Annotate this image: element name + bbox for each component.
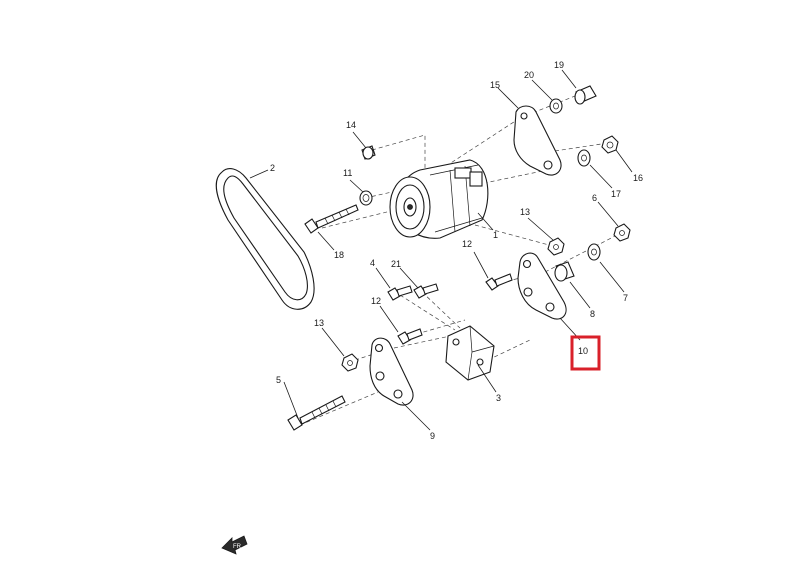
callout-1: 1	[493, 230, 498, 240]
callout-8: 8	[590, 309, 595, 319]
dowel-pin	[361, 145, 376, 160]
ac-compressor	[389, 159, 489, 239]
callout-19: 19	[554, 60, 564, 70]
callout-4: 4	[370, 258, 375, 268]
bolt-4	[387, 285, 413, 301]
short-bolt-upper	[485, 273, 513, 291]
callout-9: 9	[430, 431, 435, 441]
front-marker-text: FR	[233, 544, 242, 550]
front-arrow-icon	[221, 535, 248, 555]
nut-6	[613, 223, 631, 242]
callout-18: 18	[334, 250, 344, 260]
highlight-box-callout-10	[570, 335, 601, 371]
long-bolt	[304, 204, 359, 234]
drive-belt	[215, 168, 315, 310]
callout-5: 5	[276, 375, 281, 385]
callout-10: 10	[578, 346, 588, 356]
callout-2: 2	[270, 163, 275, 173]
callout-labels: 1 2 3 4 5 6 7 8 9 10 11 12 12 13 13 14 1…	[270, 60, 643, 441]
bolt-21	[413, 283, 439, 299]
spacer-collar-upper	[574, 85, 597, 105]
long-bolt-5	[287, 395, 346, 431]
leader-lines	[249, 69, 633, 431]
spacer-collar-8	[554, 261, 575, 282]
adjuster-bracket	[369, 337, 414, 406]
collar	[359, 190, 373, 206]
callout-13-lower: 13	[314, 318, 324, 328]
washer-7	[587, 243, 601, 261]
callout-17: 17	[611, 189, 621, 199]
callout-6: 6	[592, 193, 597, 203]
nut-upper	[547, 237, 565, 256]
tensioner-block	[445, 325, 495, 381]
nut-16	[601, 135, 619, 154]
washer-upper	[549, 98, 563, 114]
nut-lower	[341, 353, 359, 372]
callout-12-lower: 12	[371, 296, 381, 306]
washer-17	[577, 149, 591, 167]
compressor-bracket-right	[517, 252, 567, 320]
front-direction-marker: FR	[221, 535, 248, 555]
callout-14: 14	[346, 120, 356, 130]
callout-12-upper: 12	[462, 239, 472, 249]
compressor-bracket-upper	[513, 105, 562, 176]
callout-20: 20	[524, 70, 534, 80]
callout-13-upper: 13	[520, 207, 530, 217]
callout-11: 11	[343, 168, 352, 178]
callout-21: 21	[391, 259, 401, 269]
callout-3: 3	[496, 393, 501, 403]
callout-7: 7	[623, 293, 628, 303]
callout-15: 15	[490, 80, 500, 90]
short-bolt-lower	[397, 328, 423, 345]
callout-16: 16	[633, 173, 643, 183]
